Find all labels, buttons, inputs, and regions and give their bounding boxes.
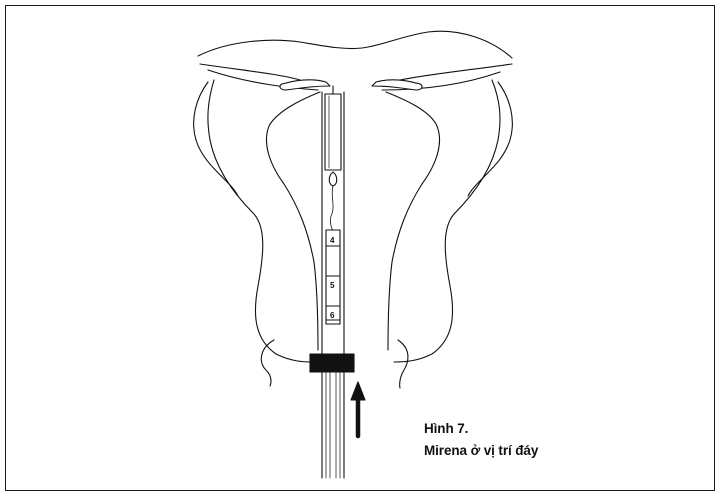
caption-text: Mirena ở vị trí đáy — [424, 440, 538, 462]
uterus-left-wall-outer — [208, 80, 312, 362]
inserter-mark-4: 4 — [330, 236, 335, 245]
inserter-mark-5: 5 — [330, 281, 335, 290]
iud-arm-right — [372, 80, 422, 90]
right-vaginal-curve — [398, 340, 408, 388]
caption-title: Hình 7. — [424, 418, 538, 440]
inserter-mark-6: 6 — [330, 311, 335, 320]
uterus-fundus-inner — [200, 64, 512, 80]
right-adnexa — [468, 82, 512, 196]
iud-bulb — [329, 172, 337, 186]
left-adnexa — [194, 82, 238, 196]
figure-caption: Hình 7. Mirena ở vị trí đáy — [424, 418, 538, 462]
uterus-right-wall-outer — [394, 80, 500, 362]
inserter-flange — [310, 354, 354, 372]
uterus-fundus-lower — [208, 70, 500, 90]
push-arrow-head — [351, 382, 365, 400]
uterine-cavity-left — [266, 92, 320, 350]
uterus-fundus — [198, 31, 512, 58]
iud-reservoir — [325, 94, 341, 170]
uterine-cavity-right — [386, 92, 440, 350]
